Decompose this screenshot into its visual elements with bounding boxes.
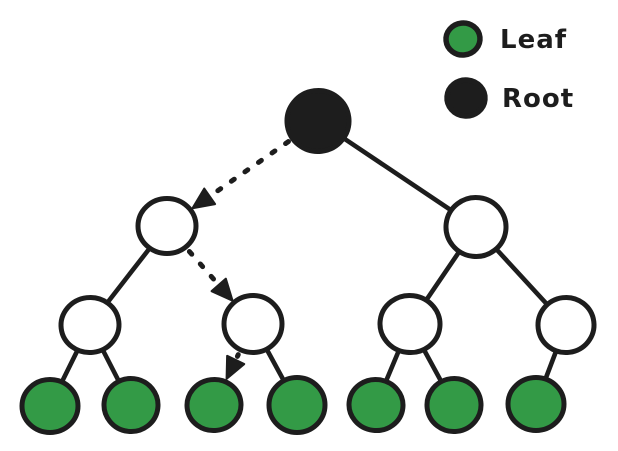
tree-edge-ll-leaf1 xyxy=(58,346,81,386)
tree-node-rl xyxy=(377,292,443,356)
tree-edge-root-r xyxy=(338,134,456,215)
tree-edge-ll-leaf2 xyxy=(99,345,123,386)
traversal-arrow-line-1 xyxy=(210,139,291,197)
traversal-arrowhead-3 xyxy=(225,354,246,380)
tree-node-leaf7 xyxy=(505,375,567,433)
tree-edge-rr-leaf7 xyxy=(542,346,560,383)
traversal-arrow-line-3 xyxy=(234,352,241,359)
tree-node-r xyxy=(443,194,509,260)
tree-node-leaf1 xyxy=(19,377,81,435)
tree-node-leaf6 xyxy=(424,375,484,435)
tree-edge-lr-leaf4 xyxy=(263,344,288,386)
tree-edge-rl-leaf5 xyxy=(382,346,402,386)
legend-swatch-root-icon xyxy=(444,77,488,119)
legend-label-leaf: Leaf xyxy=(500,25,567,55)
tree-node-leaf4 xyxy=(266,375,328,435)
traversal-arrowhead-2 xyxy=(210,277,234,302)
tree-node-l xyxy=(135,196,199,256)
traversal-arrowhead-1 xyxy=(191,187,217,210)
tree-node-lr xyxy=(221,293,285,355)
tree-node-leaf2 xyxy=(101,375,161,435)
tree-node-leaf5 xyxy=(346,376,406,434)
tree-edge-r-rl xyxy=(422,247,464,304)
tree-edge-l-ll xyxy=(103,244,154,307)
tree-node-root xyxy=(284,87,352,155)
tree-edge-r-rr xyxy=(491,244,552,309)
legend-swatch-leaf-icon xyxy=(443,20,483,58)
tree-node-ll xyxy=(58,294,122,356)
traversal-arrow-line-2 xyxy=(186,249,219,285)
tree-node-leaf3 xyxy=(184,376,244,434)
tree-edge-rl-leaf6 xyxy=(420,345,445,387)
legend-label-root: Root xyxy=(502,84,574,114)
tree-node-rr xyxy=(535,294,597,356)
